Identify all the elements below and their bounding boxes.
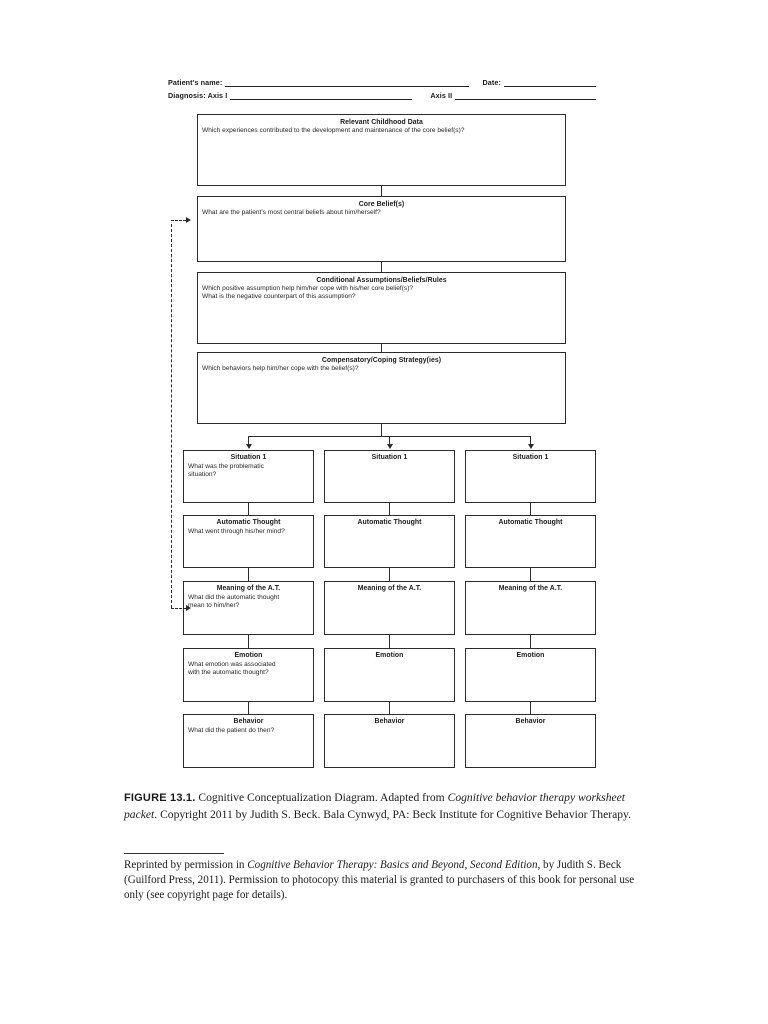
box-automatic-thought-col2[interactable]: Automatic Thought [324,515,455,568]
box-situation-1-col2[interactable]: Situation 1 [324,450,455,503]
box-title: Automatic Thought [216,519,281,526]
axis2-label: Axis II [430,91,453,100]
caption-text-2: . Copyright 2011 by Judith S. Beck. Bala… [154,807,631,821]
connector-c2-emotion-to-behavior [389,702,391,714]
arrow-down-col2-icon [386,444,393,449]
box-meaning-of-at-col2[interactable]: Meaning of the A.T. [324,581,455,635]
connector-branch-col3 [530,436,532,445]
box-core-beliefs[interactable]: Core Belief(s) What are the patient's mo… [197,196,566,262]
box-relevant-childhood-data[interactable]: Relevant Childhood Data Which experience… [197,114,566,186]
date-label: Date: [482,78,501,87]
box-automatic-thought-col3[interactable]: Automatic Thought [465,515,596,568]
box-emotion-col1[interactable]: Emotion What emotion was associated with… [183,648,314,702]
box-compensatory-coping-strategies[interactable]: Compensatory/Coping Strategy(ies) Which … [197,352,566,424]
feedback-arrow-to-meaning-icon [186,605,191,611]
box-prompt: What did the patient do then? [188,726,275,734]
box-title: Meaning of the A.T. [498,585,563,592]
box-title: Compensatory/Coping Strategy(ies) [321,356,442,364]
box-emotion-col3[interactable]: Emotion [465,648,596,702]
box-title: Core Belief(s) [358,200,405,208]
figure-caption: FIGURE 13.1. Cognitive Conceptualization… [124,790,646,822]
box-prompt: Which positive assumption help him/her c… [202,285,414,301]
axis2-input[interactable] [455,90,596,100]
connector-c3-emotion-to-behavior [530,702,532,714]
figure-number: FIGURE 13.1. [124,792,196,804]
box-title: Meaning of the A.T. [216,585,281,592]
connector-c1-emotion-to-behavior [248,702,250,714]
box-situation-1-col1[interactable]: Situation 1 What was the problematic sit… [183,450,314,503]
box-automatic-thought-col1[interactable]: Automatic Thought What went through his/… [183,515,314,568]
patient-name-label: Patient's name: [168,78,223,87]
box-title: Behavior [374,718,405,725]
connector-c3-meaning-to-emotion [530,635,532,648]
box-title: Emotion [375,652,404,659]
connector-branch-col1 [248,436,250,445]
box-title: Situation 1 [512,454,549,461]
connector-c3-situation-to-at [530,503,532,515]
connector-childhood-to-corebelief [381,186,383,196]
connector-c1-situation-to-at [248,503,250,515]
feedback-loop-bottom-segment [171,608,186,609]
diagnosis-axis1-label: Diagnosis: Axis I [168,91,228,100]
box-title: Emotion [516,652,545,659]
box-prompt: Which behaviors help him/her cope with t… [202,365,359,372]
caption-italic-1: Cognitive behavior therapy worksheet pac… [124,791,626,821]
footnote-text: Reprinted by permission in Cognitive Beh… [124,858,646,904]
connector-c1-meaning-to-emotion [248,635,250,648]
box-prompt: What did the automatic thought mean to h… [188,593,280,609]
box-prompt: What went through his/her mind? [188,527,285,535]
box-title: Automatic Thought [357,519,422,526]
diagnosis-row: Diagnosis: Axis I Axis II [168,87,596,100]
connector-c2-meaning-to-emotion [389,635,391,648]
form-header: Patient's name: Date: Diagnosis: Axis I … [168,74,596,100]
connector-c2-situation-to-at [389,503,391,515]
caption-text-1: Cognitive Conceptualization Diagram. Ada… [195,791,448,804]
box-title: Emotion [234,652,263,659]
patient-name-row: Patient's name: Date: [168,74,596,87]
date-input[interactable] [504,77,596,87]
box-title: Conditional Assumptions/Beliefs/Rules [316,276,447,284]
box-title: Behavior [515,718,546,725]
box-meaning-of-at-col1[interactable]: Meaning of the A.T. What did the automat… [183,581,314,635]
box-prompt: Which experiences contributed to the dev… [202,127,465,134]
box-emotion-col2[interactable]: Emotion [324,648,455,702]
footnote-divider [124,853,224,854]
arrow-down-col1-icon [245,444,252,449]
box-situation-1-col3[interactable]: Situation 1 [465,450,596,503]
box-conditional-assumptions[interactable]: Conditional Assumptions/Beliefs/Rules Wh… [197,272,566,344]
connector-branch-col2 [389,436,391,445]
axis1-input[interactable] [230,90,413,100]
connector-conditional-to-compensatory [381,344,383,352]
box-behavior-col1[interactable]: Behavior What did the patient do then? [183,714,314,768]
arrow-down-col3-icon [527,444,534,449]
footnote-italic-1: Cognitive Behavior Therapy: Basics and B… [247,859,538,871]
box-title: Automatic Thought [498,519,563,526]
connector-c2-at-to-meaning [389,568,391,581]
box-meaning-of-at-col3[interactable]: Meaning of the A.T. [465,581,596,635]
connector-compensatory-stem [381,424,383,436]
connector-c3-at-to-meaning [530,568,532,581]
connector-c1-at-to-meaning [248,568,250,581]
connector-corebelief-to-conditional [381,262,383,272]
box-prompt: What are the patient's most central beli… [202,209,381,216]
feedback-loop-dashed-line [171,224,172,608]
box-title: Situation 1 [230,454,267,461]
box-prompt: What emotion was associated with the aut… [188,660,276,676]
footnote-text-2: , by Judith S. Beck (Guilford Press, 201… [124,859,635,902]
box-title: Relevant Childhood Data [340,118,423,126]
feedback-arrow-to-core-belief-icon [186,217,191,223]
box-prompt: What was the problematic situation? [188,462,264,478]
footnote-text-1: Reprinted by permission in [124,859,248,871]
box-behavior-col3[interactable]: Behavior [465,714,596,768]
box-title: Meaning of the A.T. [357,585,422,592]
patient-name-input[interactable] [225,77,469,87]
box-title: Behavior [233,718,264,725]
box-behavior-col2[interactable]: Behavior [324,714,455,768]
box-title: Situation 1 [371,454,408,461]
feedback-loop-top-segment [171,220,186,221]
